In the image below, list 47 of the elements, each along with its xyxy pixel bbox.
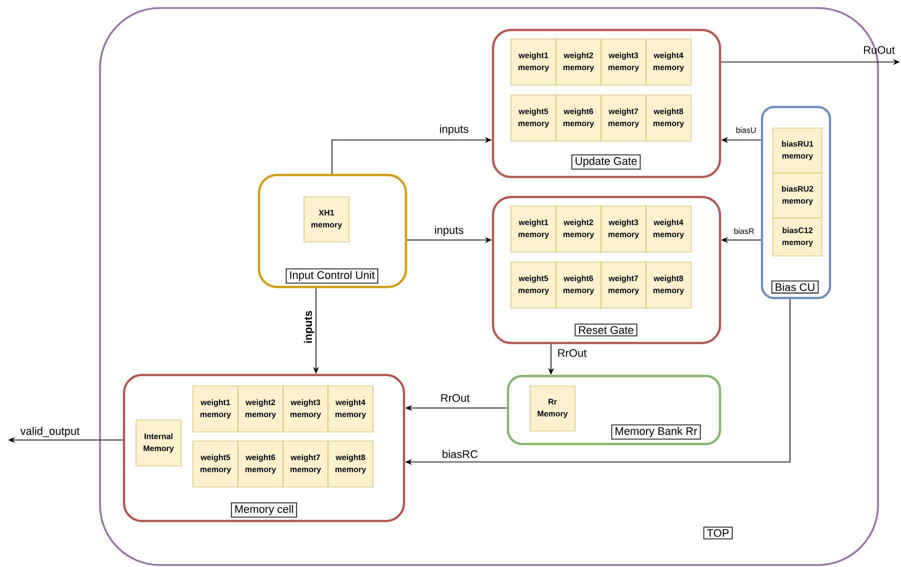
- memory-cell: weight6 memory: [556, 262, 602, 308]
- memory-cell: Internal Memory: [136, 420, 182, 466]
- memory-cell: weight7 memory: [282, 440, 328, 488]
- memory-cell: weight1 memory: [510, 206, 556, 252]
- edge-label: inputs: [304, 310, 314, 343]
- edge-label: biasU: [736, 127, 756, 133]
- module-label: TOP: [703, 526, 733, 540]
- edge-label: biasRC: [442, 450, 478, 458]
- memory-cell: weight8 memory: [328, 440, 374, 488]
- memory-cell: weight4 memory: [646, 38, 692, 86]
- edge-label: inputs: [440, 124, 468, 136]
- module-label: Bias CU: [771, 280, 819, 294]
- memory-cell: weight3 memory: [600, 38, 646, 86]
- memory-cell: biasRU1 memory: [772, 128, 822, 174]
- memory-cell: weight7 memory: [600, 262, 646, 308]
- memory-cell: Rr Memory: [530, 386, 576, 432]
- module-label: Input Control Unit: [286, 268, 378, 284]
- memory-cell: weight6 memory: [556, 94, 602, 142]
- memory-cell: weight2 memory: [556, 206, 602, 252]
- edge-label: inputs: [435, 226, 464, 236]
- memory-cell: weight3 memory: [282, 386, 328, 432]
- memory-cell: biasC12 memory: [772, 218, 822, 256]
- memory-cell: weight3 memory: [600, 206, 646, 252]
- memory-cell: weight4 memory: [328, 386, 374, 432]
- memory-cell: weight7 memory: [600, 94, 646, 142]
- edge-label: RuOut: [864, 46, 895, 54]
- memory-cell: biasRU2 memory: [772, 172, 822, 218]
- edge-label: valid_output: [20, 426, 80, 438]
- module-label: Update Gate: [571, 154, 641, 170]
- module-label: Reset Gate: [574, 324, 638, 336]
- memory-cell: weight2 memory: [238, 386, 284, 432]
- memory-cell: weight5 memory: [192, 440, 238, 488]
- memory-cell: weight5 memory: [510, 94, 556, 142]
- memory-cell: weight8 memory: [646, 94, 692, 142]
- memory-cell: weight6 memory: [238, 440, 284, 488]
- edge-label: RrOut: [558, 349, 587, 357]
- edge-label: biasR: [734, 228, 754, 234]
- memory-cell: weight4 memory: [646, 206, 692, 252]
- edge-label: RrOut: [441, 394, 470, 402]
- memory-cell: weight5 memory: [510, 262, 556, 308]
- memory-cell: weight1 memory: [192, 386, 238, 432]
- memory-cell: weight2 memory: [556, 38, 602, 86]
- memory-cell: weight8 memory: [646, 262, 692, 308]
- memory-cell: weight1 memory: [510, 38, 556, 86]
- module-label: Memory Bank Rr: [611, 424, 701, 440]
- memory-cell: XH1 memory: [304, 196, 350, 242]
- module-label: Memory cell: [230, 502, 298, 518]
